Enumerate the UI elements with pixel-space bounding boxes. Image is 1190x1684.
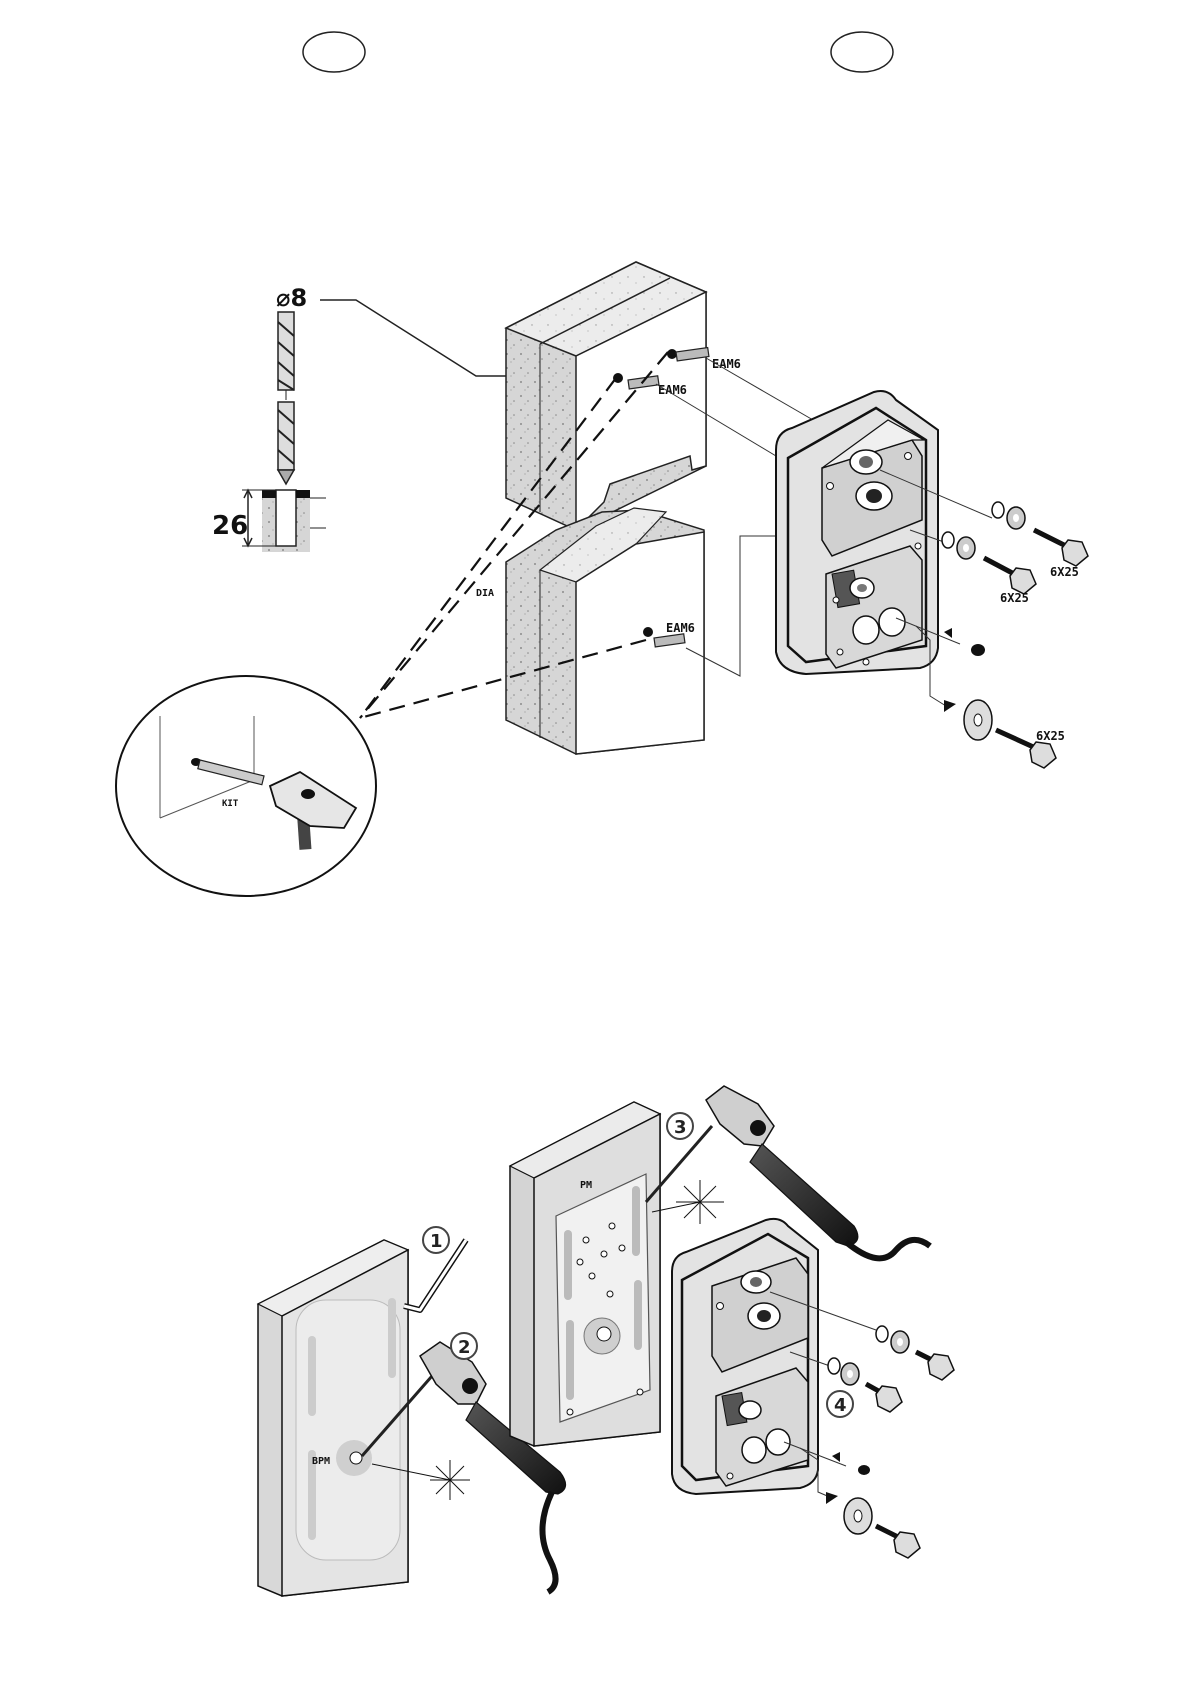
figure-wall-anchor-mounting: ⌀8 26 DIA xyxy=(116,262,1088,896)
step-2-label: 2 xyxy=(458,1337,471,1358)
detail-kit-label: KIT xyxy=(222,799,239,809)
bolt-label-2: 6X25 xyxy=(1000,591,1029,605)
mounting-plate-left: BPM xyxy=(258,1240,408,1596)
drill-bit-icon xyxy=(278,312,294,484)
hammer-detail: KIT xyxy=(116,676,376,896)
drill-diameter-label: ⌀8 xyxy=(276,284,307,312)
anchor-label-3: EAM6 xyxy=(666,621,695,635)
right-plate-label: PM xyxy=(580,1180,592,1191)
step-3-label: 3 xyxy=(674,1117,687,1138)
junction-box-2 xyxy=(672,1219,818,1494)
bolt-label-1: 6X25 xyxy=(1050,565,1079,579)
language-marker-right xyxy=(831,32,893,72)
language-marker-left xyxy=(303,32,365,72)
step-4-label: 4 xyxy=(834,1395,847,1416)
figure-welded-plate-mounting: BPM 1 2 xyxy=(258,1086,954,1596)
step-4-badge: 4 xyxy=(827,1391,853,1417)
bolt-label-3: 6X25 xyxy=(1036,729,1065,743)
panel-mark-label: DIA xyxy=(476,588,494,599)
mounting-plate-right: PM xyxy=(510,1102,660,1446)
hole-section-icon xyxy=(242,490,326,552)
step-2-badge: 2 xyxy=(451,1333,477,1359)
junction-box-1 xyxy=(776,391,938,674)
step-1-label: 1 xyxy=(430,1231,443,1252)
anchor-label-2: EAM6 xyxy=(658,383,687,397)
spark-icon-right xyxy=(652,1180,724,1224)
step-3-badge: 3 xyxy=(667,1113,693,1139)
hole-depth-label: 26 xyxy=(212,511,248,541)
left-plate-label: BPM xyxy=(312,1456,330,1467)
step-1-badge: 1 xyxy=(423,1227,449,1253)
bolt-assembly-6 xyxy=(800,1448,920,1558)
